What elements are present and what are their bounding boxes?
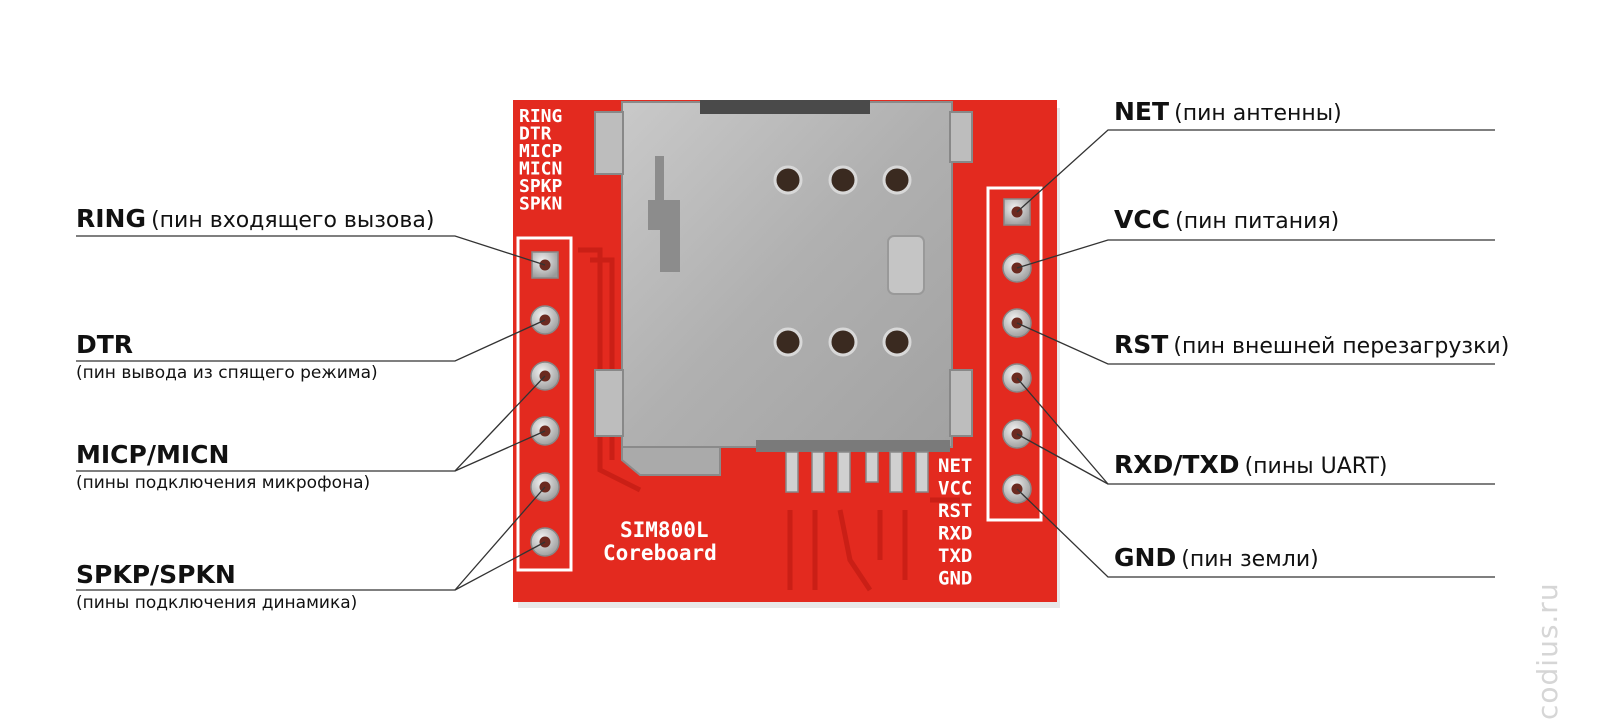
leader-rst xyxy=(1016,322,1495,365)
leader-ring xyxy=(76,235,546,266)
leader-dtr xyxy=(76,319,546,362)
silk-right-vcc: VCC xyxy=(938,478,972,500)
label-ring: RING (пин входящего вызова) xyxy=(76,204,435,233)
label-rst: RST (пин внешней перезагрузки) xyxy=(1114,330,1510,359)
label-spkp-spkn: SPKP/SPKN (пины подключения динамика) xyxy=(76,560,358,613)
silk-right-rst: RST xyxy=(938,500,972,522)
silk-right-rxd: RXD xyxy=(938,523,972,545)
silk-left-spkp: SPKP xyxy=(519,176,563,197)
silk-right-net: NET xyxy=(938,455,972,477)
silk-left-micn: MICN xyxy=(519,159,562,180)
label-micp-micn: MICP/MICN (пины подключения микрофона) xyxy=(76,440,371,493)
silk-left-dtr: DTR xyxy=(519,124,552,145)
leader-txd xyxy=(1016,433,1109,485)
leader-gnd xyxy=(1016,488,1495,578)
leader-micn xyxy=(454,430,546,472)
label-rxd-txd: RXD/TXD (пины UART) xyxy=(1114,450,1388,479)
leader-vcc xyxy=(1016,239,1495,269)
label-dtr: DTR (пин вывода из спящего режима) xyxy=(76,330,378,383)
leader-spkn xyxy=(454,541,546,591)
board-title-line1: SIM800L xyxy=(620,518,709,542)
silk-left-micp: MICP xyxy=(519,141,563,162)
silk-right-txd: TXD xyxy=(938,545,972,567)
silk-left-spkn: SPKN xyxy=(519,194,562,215)
label-gnd: GND (пин земли) xyxy=(1114,543,1319,572)
board-title-line2: Coreboard xyxy=(603,541,717,565)
watermark: codius.ru xyxy=(1531,582,1564,720)
silk-left-ring: RING xyxy=(519,106,562,127)
leader-net xyxy=(1016,129,1495,213)
label-net: NET (пин антенны) xyxy=(1114,97,1342,126)
label-vcc: VCC (пин питания) xyxy=(1114,205,1340,234)
silk-right-gnd: GND xyxy=(938,568,972,590)
